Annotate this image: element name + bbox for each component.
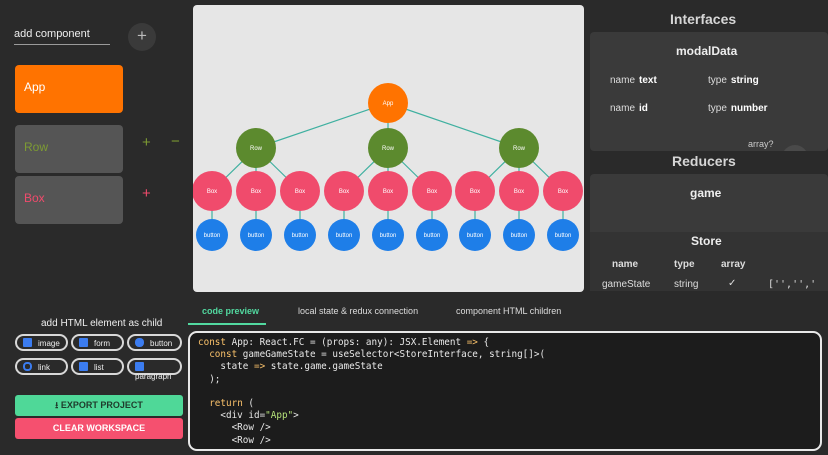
- tree-node-box[interactable]: [368, 171, 408, 211]
- add-html-element-title: add HTML element as child: [41, 318, 163, 329]
- add-box-child-button[interactable]: +: [142, 185, 151, 202]
- component-row[interactable]: Row: [15, 125, 123, 173]
- tree-node-row[interactable]: [499, 128, 539, 168]
- component-app[interactable]: App: [15, 65, 123, 113]
- tree-node-button[interactable]: [284, 219, 316, 251]
- interfaces-title: Interfaces: [670, 11, 737, 27]
- remove-row-child-button[interactable]: −: [171, 133, 180, 150]
- tree-node-label: button: [380, 233, 397, 239]
- tree-node-box[interactable]: [192, 171, 232, 211]
- store-cell-array: ✓: [728, 278, 737, 289]
- add-component-button[interactable]: +: [128, 23, 156, 51]
- tree-node-box[interactable]: [236, 171, 276, 211]
- tree-node-box[interactable]: [412, 171, 452, 211]
- store-cell-type: string: [674, 279, 699, 290]
- component-box[interactable]: Box: [15, 176, 123, 224]
- store-header-name: name: [612, 259, 639, 270]
- interface-name: modalData: [676, 44, 738, 58]
- component-label: Row: [24, 140, 49, 154]
- tree-node-box[interactable]: [455, 171, 495, 211]
- tree-node-button[interactable]: [416, 219, 448, 251]
- tree-node-box[interactable]: [499, 171, 539, 211]
- tree-node-label: button: [555, 233, 572, 239]
- add-row-child-button[interactable]: +: [142, 134, 151, 151]
- store-cell-name: gameState: [602, 279, 651, 290]
- button-chip[interactable]: button: [127, 334, 182, 351]
- tree-node-button[interactable]: [372, 219, 404, 251]
- tree-node-app[interactable]: [368, 83, 408, 123]
- code-preview[interactable]: const App: React.FC = (props: any): JSX.…: [188, 331, 822, 451]
- tree-node-label: Row: [382, 146, 395, 152]
- form-icon: [79, 338, 88, 347]
- tree-node-label: button: [336, 233, 353, 239]
- tree-node-label: button: [248, 233, 265, 239]
- store-cell-value: ['','',': [768, 279, 817, 290]
- tree-node-row[interactable]: [368, 128, 408, 168]
- array-label: array?: [748, 139, 774, 149]
- add-component-input[interactable]: add component: [14, 28, 110, 45]
- tree-node-label: Box: [514, 189, 524, 195]
- list-chip[interactable]: list: [71, 358, 124, 375]
- image-chip[interactable]: image: [15, 334, 68, 351]
- tab-local-state[interactable]: local state & redux connection: [298, 306, 419, 316]
- tree-node-label: button: [424, 233, 441, 239]
- tab-html-children[interactable]: component HTML children: [456, 306, 562, 316]
- tree-node-label: button: [511, 233, 528, 239]
- store-table: Store name type array gameState string ✓…: [590, 232, 828, 291]
- store-title: Store: [691, 234, 722, 248]
- tree-node-label: Box: [295, 189, 305, 195]
- store-header-type: type: [674, 259, 695, 270]
- tree-node-label: button: [204, 233, 221, 239]
- tree-node-button[interactable]: [547, 219, 579, 251]
- component-label: Box: [24, 191, 45, 205]
- tree-node-box[interactable]: [324, 171, 364, 211]
- store-header-array: array: [721, 259, 746, 270]
- tree-node-label: button: [467, 233, 484, 239]
- tree-node-label: Box: [427, 189, 437, 195]
- tree-node-button[interactable]: [240, 219, 272, 251]
- list-icon: [79, 362, 88, 371]
- clear-workspace-button[interactable]: CLEAR WORKSPACE: [15, 418, 183, 439]
- tab-code-preview[interactable]: code preview: [202, 306, 260, 316]
- export-project-button[interactable]: ⭳ EXPORT PROJECT: [15, 395, 183, 416]
- tree-node-button[interactable]: [503, 219, 535, 251]
- image-icon: [23, 338, 32, 347]
- tree-node-box[interactable]: [280, 171, 320, 211]
- tree-node-button[interactable]: [196, 219, 228, 251]
- tree-node-label: Box: [558, 189, 568, 195]
- tree-node-label: App: [383, 101, 394, 107]
- tree-node-label: Box: [251, 189, 261, 195]
- tree-node-button[interactable]: [328, 219, 360, 251]
- tree-node-label: Box: [339, 189, 349, 195]
- reducer-name: game: [690, 186, 722, 200]
- button-icon: [135, 338, 144, 347]
- tree-node-label: Box: [207, 189, 217, 195]
- array-toggle[interactable]: [782, 145, 808, 151]
- tree-node-label: Box: [383, 189, 393, 195]
- reducers-title: Reducers: [672, 153, 736, 169]
- component-label: App: [24, 80, 46, 94]
- form-chip[interactable]: form: [71, 334, 124, 351]
- link-icon: [23, 362, 32, 371]
- tree-node-row[interactable]: [236, 128, 276, 168]
- tree-node-box[interactable]: [543, 171, 583, 211]
- tree-node-label: Box: [470, 189, 480, 195]
- link-chip[interactable]: link: [15, 358, 68, 375]
- paragraph-icon: [135, 362, 144, 371]
- tab-indicator: [188, 323, 266, 325]
- tree-node-label: button: [292, 233, 309, 239]
- tree-node-label: Row: [250, 146, 263, 152]
- tree-node-button[interactable]: [459, 219, 491, 251]
- code-text: const App: React.FC = (props: any): JSX.…: [198, 337, 546, 446]
- tree-node-label: Row: [513, 146, 526, 152]
- paragraph-chip[interactable]: paragraph: [127, 358, 182, 381]
